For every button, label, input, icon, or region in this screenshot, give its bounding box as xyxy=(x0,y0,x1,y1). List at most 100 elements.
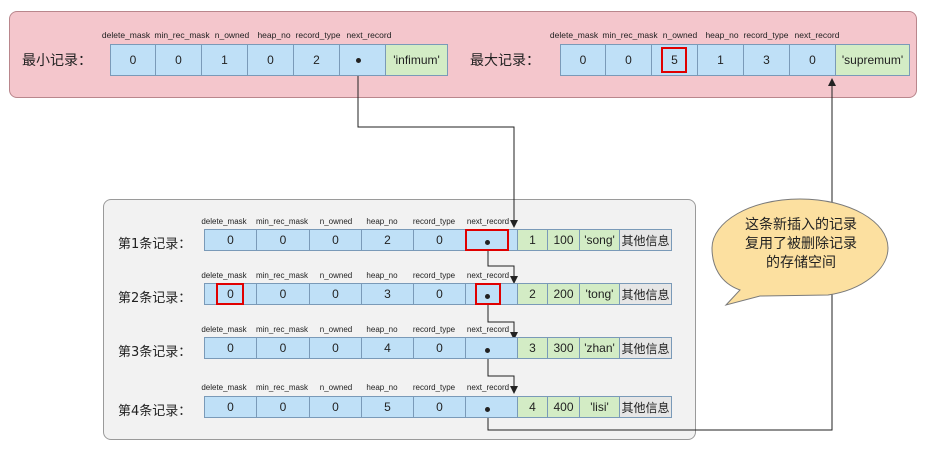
infimum-heap-no: 0 xyxy=(248,44,294,76)
record1-heap-no: 2 xyxy=(362,229,414,251)
record1-next-arrow xyxy=(487,242,518,284)
record1-label: 第1条记录： xyxy=(118,237,192,252)
supremum-header-delete-mask: delete_mask xyxy=(549,30,599,40)
infimum-header-delete-mask: delete_mask xyxy=(101,30,151,40)
record2-next-record-highlight xyxy=(475,283,501,305)
record2-heap-no: 3 xyxy=(362,283,414,305)
record3-id: 3 xyxy=(518,337,548,359)
record3-header-min-rec-mask: min_rec_mask xyxy=(255,325,308,334)
infimum-next-record xyxy=(340,44,386,76)
record3-other: 其他信息 xyxy=(620,337,672,359)
record2-header-min-rec-mask: min_rec_mask xyxy=(255,271,308,280)
record3-label: 第3条记录： xyxy=(118,345,192,360)
record3-header-next-record: next_record xyxy=(466,325,510,334)
infimum-header-next-record: next_record xyxy=(346,30,392,40)
record1-next-record-highlight xyxy=(465,229,509,251)
record1-header-next-record: next_record xyxy=(466,217,510,226)
supremum-header-min-rec-mask: min_rec_mask xyxy=(602,30,658,40)
record3-n-owned: 0 xyxy=(310,337,362,359)
record2-header-heap-no: heap_no xyxy=(366,271,398,280)
supremum-header-next-record: next_record xyxy=(794,30,840,40)
record2-other: 其他信息 xyxy=(620,283,672,305)
infimum-record-type: 2 xyxy=(294,44,340,76)
record2-header-delete-mask: delete_mask xyxy=(201,271,247,280)
infimum-min-rec-mask: 0 xyxy=(156,44,202,76)
record3-record-type: 0 xyxy=(414,337,466,359)
supremum-next-record: 0 xyxy=(790,44,836,76)
infimum-header-record-type: record_type xyxy=(295,30,341,40)
record1-header-heap-no: heap_no xyxy=(366,217,398,226)
record3-next-record xyxy=(466,337,518,359)
record1-pointer-dot xyxy=(485,240,490,245)
infimum-delete-mask: 0 xyxy=(110,44,156,76)
record3-heap-no: 4 xyxy=(362,337,414,359)
record2-label: 第2条记录： xyxy=(118,291,192,306)
record2-n-owned: 0 xyxy=(310,283,362,305)
record3-pointer-dot xyxy=(485,348,490,353)
infimum-header-n-owned: n_owned xyxy=(214,30,250,40)
max-record-label: 最大记录： xyxy=(470,53,540,69)
record4-pointer-dot xyxy=(485,407,490,412)
record1-other: 其他信息 xyxy=(620,229,672,251)
record4-header-next-record: next_record xyxy=(466,383,510,392)
record1-header-record-type: record_type xyxy=(412,217,456,226)
record3-next-arrow xyxy=(487,350,518,394)
record1-header-min-rec-mask: min_rec_mask xyxy=(255,217,308,226)
record1: 0 0 0 2 0 1 100 'song' 其他信息 xyxy=(204,229,672,251)
record4-header-heap-no: heap_no xyxy=(366,383,398,392)
record2-id: 2 xyxy=(518,283,548,305)
infimum-header-min-rec-mask: min_rec_mask xyxy=(154,30,210,40)
record1-header-n-owned: n_owned xyxy=(319,217,353,226)
record4-label: 第4条记录： xyxy=(118,404,192,419)
record2-pointer-dot xyxy=(485,294,490,299)
record1-min-rec-mask: 0 xyxy=(257,229,310,251)
supremum-n-owned: 5 xyxy=(652,44,698,76)
callout-bubble xyxy=(711,198,889,306)
record4: 0 0 0 5 0 4 400 'lisi' 其他信息 xyxy=(204,396,672,418)
infimum-n-owned: 1 xyxy=(202,44,248,76)
supremum-header-n-owned: n_owned xyxy=(662,30,698,40)
record2-record-type: 0 xyxy=(414,283,466,305)
supremum-header-record-type: record_type xyxy=(743,30,789,40)
record4-num: 400 xyxy=(548,396,580,418)
infimum-data: 'infimum' xyxy=(386,44,448,76)
record1-id: 1 xyxy=(518,229,548,251)
infimum-pointer-dot xyxy=(356,58,361,63)
callout-line1: 这条新插入的记录 xyxy=(745,217,857,233)
supremum-delete-mask: 0 xyxy=(560,44,606,76)
record1-num: 100 xyxy=(548,229,580,251)
callout-note: 这条新插入的记录 复用了被删除记录 的存储空间 xyxy=(716,216,886,273)
record4-heap-no: 5 xyxy=(362,396,414,418)
record2-header-record-type: record_type xyxy=(412,271,456,280)
supremum-record-type: 3 xyxy=(744,44,790,76)
record1-record-type: 0 xyxy=(414,229,466,251)
supremum-min-rec-mask: 0 xyxy=(606,44,652,76)
record2-num: 200 xyxy=(548,283,580,305)
record2-delete-mask-highlight xyxy=(216,283,244,305)
record4-header-record-type: record_type xyxy=(412,383,456,392)
record4-name: 'lisi' xyxy=(580,396,620,418)
record1-delete-mask: 0 xyxy=(204,229,257,251)
record2-next-arrow xyxy=(487,296,518,340)
infimum-next-arrow xyxy=(357,60,518,228)
supremum-data: 'supremum' xyxy=(836,44,910,76)
record4-header-n-owned: n_owned xyxy=(319,383,353,392)
record3-header-heap-no: heap_no xyxy=(366,325,398,334)
record3-header-delete-mask: delete_mask xyxy=(201,325,247,334)
record2: 0 0 0 3 0 2 200 'tong' 其他信息 xyxy=(204,283,672,305)
record1-name: 'song' xyxy=(580,229,620,251)
record4-delete-mask: 0 xyxy=(204,396,257,418)
record3-min-rec-mask: 0 xyxy=(257,337,310,359)
record2-header-n-owned: n_owned xyxy=(319,271,353,280)
supremum-record: 0 0 5 1 3 0 'supremum' xyxy=(560,44,910,76)
n-owned-highlight xyxy=(661,47,687,73)
record4-next-record xyxy=(466,396,518,418)
record4-header-min-rec-mask: min_rec_mask xyxy=(255,383,308,392)
infimum-record: 0 0 1 0 2 'infimum' xyxy=(110,44,448,76)
record3-header-n-owned: n_owned xyxy=(319,325,353,334)
record1-header-delete-mask: delete_mask xyxy=(201,217,247,226)
infimum-header-heap-no: heap_no xyxy=(257,30,291,40)
record4-record-type: 0 xyxy=(414,396,466,418)
record2-name: 'tong' xyxy=(580,283,620,305)
supremum-heap-no: 1 xyxy=(698,44,744,76)
